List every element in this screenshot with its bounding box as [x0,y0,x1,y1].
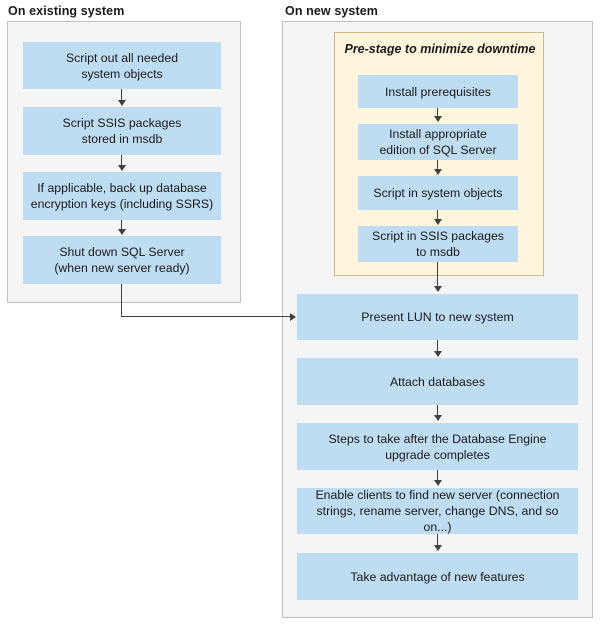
node-install-sql-server-edition[interactable]: Install appropriate edition of SQL Serve… [358,124,518,160]
arrow-head-prestage-1-2 [434,116,442,122]
arrow-head-existing-3-4 [118,229,126,235]
node-present-lun[interactable]: Present LUN to new system [297,294,578,340]
node-post-upgrade-steps[interactable]: Steps to take after the Database Engine … [297,423,578,470]
node-backup-encryption-keys[interactable]: If applicable, back up database encrypti… [23,172,221,220]
arrow-head-prestage-2-3 [434,169,442,175]
node-line-1: Script out all needed [65,50,179,65]
node-line-1: Enable clients to find new server (conne… [315,488,560,502]
node-line-1: Shut down SQL Server [59,245,185,259]
arrow-existing-3-4 [121,220,122,230]
node-line-2: (when new server ready) [54,261,190,275]
arrow-new-1-2 [437,340,438,352]
arrow-prestage-to-present-lun [437,262,438,287]
node-line-2: edition of SQL Server [379,143,497,157]
arrow-head-existing-2-3 [118,165,126,171]
arrow-head-prestage-3-4 [434,219,442,225]
arrow-new-3-4 [437,470,438,481]
node-script-in-ssis-packages[interactable]: Script in SSIS packages to msdb [358,226,518,262]
node-enable-clients-find-server[interactable]: Enable clients to find new server (conne… [297,488,578,534]
node-line-1: Present LUN to new system [361,310,514,324]
arrow-head-existing-1-2 [118,100,126,106]
node-line-1: Steps to take after the Database Engine [328,431,547,446]
node-line-1: Script in SSIS packages [372,229,504,243]
node-line-1: Take advantage of new features [350,569,525,584]
arrow-head-prestage-to-present-lun [434,286,442,292]
node-line-2: system objects [81,66,163,81]
arrow-head-new-2-3 [434,415,442,421]
connector-shutdown-horizontal [121,316,291,317]
node-shut-down-sql-server[interactable]: Shut down SQL Server (when new server re… [23,236,221,284]
node-line-1: If applicable, back up database [37,181,207,195]
node-script-out-system-objects[interactable]: Script out all needed system objects [23,42,221,89]
node-line-1: Attach databases [389,374,486,389]
node-line-2: upgrade completes [385,447,490,462]
prestage-group-label: Pre-stage to minimize downtime [344,42,536,56]
arrow-new-2-3 [437,405,438,416]
node-script-ssis-packages[interactable]: Script SSIS packages stored in msdb [23,107,221,155]
node-take-advantage-new-features[interactable]: Take advantage of new features [297,553,578,600]
arrow-prestage-2-3 [437,160,438,170]
node-line-2: to msdb [416,245,460,259]
section-title-existing-system: On existing system [8,4,125,18]
node-line-2: stored in msdb [81,132,163,146]
arrow-head-new-1-2 [434,351,442,357]
node-script-in-system-objects[interactable]: Script in system objects [358,176,518,210]
node-attach-databases[interactable]: Attach databases [297,358,578,405]
node-line-1: Script in system objects [373,186,503,200]
arrow-prestage-1-2 [437,108,438,117]
node-line-1: Script SSIS packages [62,116,182,130]
arrow-existing-1-2 [121,89,122,101]
node-line-1: Install prerequisites [385,84,491,99]
arrow-new-4-5 [437,534,438,546]
section-title-new-system: On new system [285,4,378,18]
arrow-head-new-4-5 [434,545,442,551]
arrow-prestage-3-4 [437,210,438,220]
node-line-1: Install appropriate [389,127,487,141]
node-line-2: encryption keys (including SSRS) [30,197,214,211]
arrow-head-connector-present-lun [290,313,296,321]
connector-shutdown-vertical [121,284,122,317]
arrow-existing-2-3 [121,155,122,166]
node-install-prerequisites[interactable]: Install prerequisites [358,75,518,108]
arrow-head-new-3-4 [434,480,442,486]
node-line-2: strings, rename server, change DNS, and … [316,504,559,534]
